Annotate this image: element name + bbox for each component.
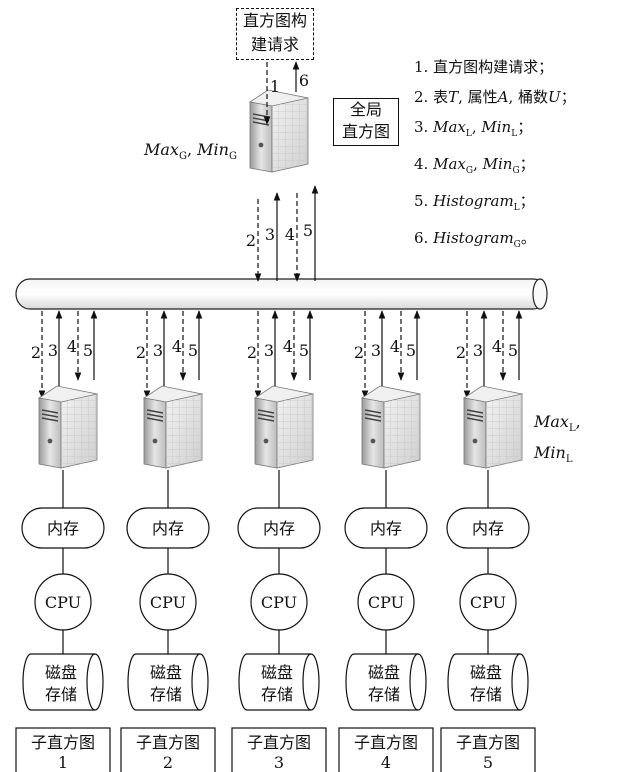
network-bus (16, 279, 547, 309)
node3-arrow-label-2: 2 (247, 343, 257, 362)
node3-arrow-label-3: 3 (264, 341, 274, 360)
node3-arrow-label-4: 4 (283, 337, 293, 356)
legend-6-word: Histogram (433, 229, 514, 247)
node5-sub-histogram-index: 5 (483, 753, 493, 772)
node4-sub-histogram-label: 子直方图 (354, 733, 418, 752)
node4-disk-label-2: 存储 (368, 685, 400, 704)
node3-sub-histogram-label: 子直方图 (247, 733, 311, 752)
node-min: Min (534, 443, 566, 462)
legend-4-sub-b: G (512, 166, 519, 176)
node2-arrow-label-2: 2 (136, 343, 146, 362)
node3-sub-histogram-index: 3 (274, 753, 284, 772)
node5-arrow-label-2: 2 (456, 343, 466, 362)
node2-sub-histogram-label: 子直方图 (136, 733, 200, 752)
node3-memory-label: 内存 (263, 519, 295, 538)
node1-memory-label: 内存 (47, 519, 79, 538)
arrow-label-6: 6 (299, 71, 309, 90)
arrow-label-4-top: 4 (285, 225, 295, 244)
node5-disk-label-2: 存储 (470, 685, 502, 704)
legend: 1. 直方图构建请求； 2. 表T, 属性A, 桶数U； 3. MaxL, Mi… (414, 52, 576, 260)
node4-arrow-label-3: 3 (371, 341, 381, 360)
node5-sub-histogram-label: 子直方图 (456, 733, 520, 752)
legend-3-sub-b: L (511, 129, 517, 139)
global-histogram-line1: 全局 (334, 99, 398, 121)
node2-arrow-label-4: 4 (172, 337, 182, 356)
node2-disk-label-2: 存储 (150, 685, 182, 704)
coordinator-max-min-label: MaxG, MinG (144, 140, 237, 162)
coordinator-max-sub: G (179, 151, 187, 162)
node4-arrow-label-4: 4 (390, 337, 400, 356)
legend-4-sub-a: G (466, 166, 473, 176)
node4-cpu-label: CPU (368, 593, 404, 612)
legend-4-min: Min (483, 155, 513, 173)
global-histogram-line2: 直方图 (334, 121, 398, 143)
legend-item-4: 4. MaxG, MinG； (414, 149, 576, 186)
node5-memory-label: 内存 (472, 519, 504, 538)
node4-arrow-label-2: 2 (354, 343, 364, 362)
node1-disk-label-2: 存储 (45, 685, 77, 704)
node1-sub-histogram-label: 子直方图 (31, 733, 95, 752)
node2-cpu-label: CPU (150, 593, 186, 612)
node-max-min-label: MaxL, MinL (534, 410, 581, 472)
node5-disk-label-1: 磁盘 (470, 663, 502, 682)
node1-cpu-label: CPU (45, 593, 81, 612)
node2-memory-label: 内存 (152, 519, 184, 538)
coordinator-min: Min (197, 140, 229, 159)
node-max-sub: L (569, 423, 576, 434)
legend-item-3: 3. MaxL, MinL； (414, 112, 576, 149)
node4-disk-label-1: 磁盘 (368, 663, 400, 682)
legend-3-max: Max (433, 118, 466, 136)
node2-sub-histogram-index: 2 (163, 753, 173, 772)
node4-arrow-label-5: 5 (406, 341, 416, 360)
node3-cpu-label: CPU (261, 593, 297, 612)
legend-5-sub: L (514, 203, 520, 213)
legend-item-1: 1. 直方图构建请求； (414, 52, 576, 82)
node1-arrow-label-4: 4 (67, 337, 77, 356)
coordinator-max: Max (144, 140, 179, 159)
node2-server-icon (144, 386, 202, 468)
coordinator-server-icon (250, 90, 308, 172)
node1-sub-histogram-index: 1 (58, 753, 68, 772)
arrow-label-5-top: 5 (303, 221, 313, 240)
node5-arrow-label-5: 5 (508, 341, 518, 360)
legend-item-5: 5. HistogramL； (414, 186, 576, 223)
node4-memory-label: 内存 (370, 519, 402, 538)
arrow-label-1: 1 (270, 77, 280, 96)
node-min-sub: L (566, 454, 573, 465)
arrow-label-2-top: 2 (246, 231, 256, 250)
node1-arrow-label-2: 2 (31, 343, 41, 362)
node3-disk-label-1: 磁盘 (261, 663, 293, 682)
node1-arrow-label-3: 3 (48, 341, 58, 360)
node1-disk-label-1: 磁盘 (45, 663, 77, 682)
legend-3-sub-a: L (466, 129, 472, 139)
node5-arrow-label-4: 4 (492, 337, 502, 356)
request-box-line1: 直方图构 (237, 9, 313, 33)
coordinator-min-sub: G (229, 151, 237, 162)
legend-item-2: 2. 表T, 属性A, 桶数U； (414, 82, 576, 112)
legend-5-word: Histogram (433, 192, 514, 210)
bus-end-cap (533, 279, 547, 309)
node5-server-icon (464, 386, 522, 468)
request-box-line2: 建请求 (237, 33, 313, 57)
node-max: Max (534, 412, 569, 431)
node1-arrow-label-5: 5 (83, 341, 93, 360)
node3-disk-label-2: 存储 (261, 685, 293, 704)
legend-3-min: Min (481, 118, 511, 136)
node5-cpu-label: CPU (470, 593, 506, 612)
node1-server-icon (39, 386, 97, 468)
histogram-request-box: 直方图构 建请求 (236, 8, 314, 60)
global-histogram-box: 全局 直方图 (333, 98, 399, 146)
legend-6-sub: G (514, 240, 521, 250)
node3-arrow-label-5: 5 (299, 341, 309, 360)
arrow-label-3-top: 3 (265, 225, 275, 244)
legend-item-6: 6. HistogramG。 (414, 223, 576, 260)
legend-4-max: Max (433, 155, 466, 173)
node5-arrow-label-3: 3 (473, 341, 483, 360)
node3-server-icon (255, 386, 313, 468)
node2-disk-label-1: 磁盘 (150, 663, 182, 682)
node2-arrow-label-3: 3 (153, 341, 163, 360)
node4-server-icon (362, 386, 420, 468)
node2-arrow-label-5: 5 (188, 341, 198, 360)
node4-sub-histogram-index: 4 (381, 753, 391, 772)
